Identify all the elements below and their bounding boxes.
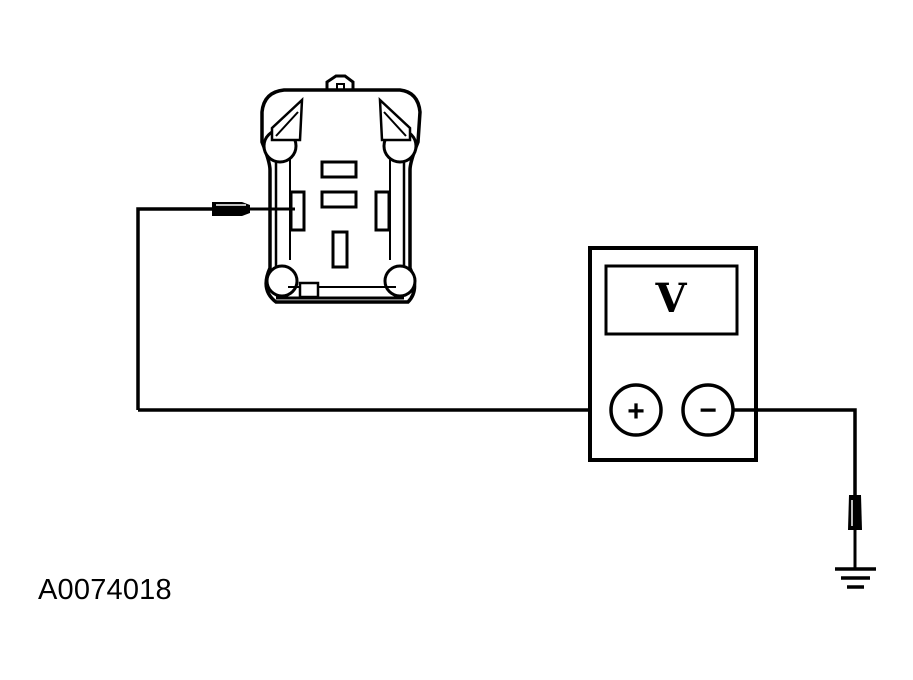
positive-terminal[interactable] — [609, 383, 663, 437]
ground-lead — [733, 408, 862, 568]
connector-icon — [260, 74, 422, 304]
figure-id-label: A0074018 — [38, 574, 172, 606]
probe-icon — [136, 202, 295, 410]
ground-symbol-icon — [835, 567, 876, 589]
multimeter-icon: V + − — [588, 246, 758, 462]
negative-terminal-symbol: − — [699, 394, 717, 427]
meter-display-symbol: V — [654, 275, 687, 322]
positive-terminal-symbol: + — [627, 395, 645, 428]
